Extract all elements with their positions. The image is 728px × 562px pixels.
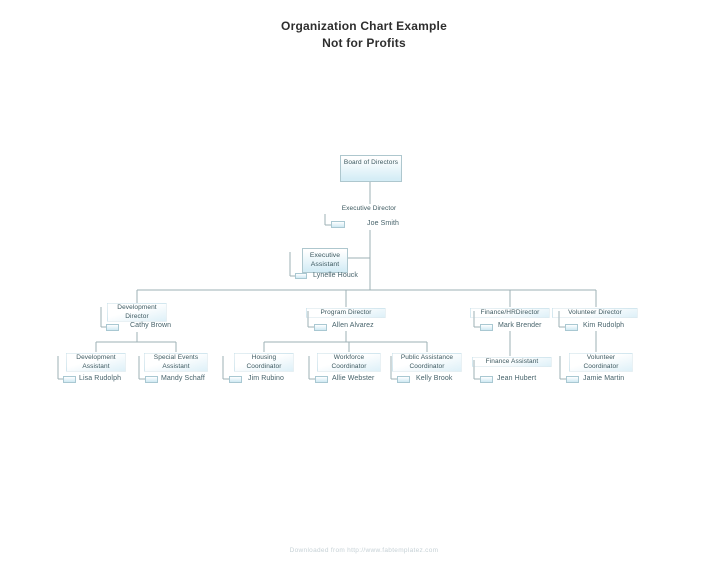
position-box-icon [63, 376, 76, 383]
position-box-icon [331, 221, 345, 228]
org-node-volunteer-coordinator: Volunteer Coordinator [569, 353, 633, 372]
person-name-development-assistant: Lisa Rudolph [79, 375, 122, 382]
chart-subtitle: Not for Profits [322, 36, 406, 50]
chart-title-block: Organization Chart Example Not for Profi… [0, 18, 728, 52]
person-name-special-events-assistant: Mandy Schaff [161, 375, 205, 382]
position-box-icon [229, 376, 242, 383]
position-box-icon [315, 376, 328, 383]
person-name-executive-director: Joe Smith [367, 220, 400, 227]
org-node-workforce-coordinator: Workforce Coordinator [317, 353, 381, 372]
person-name-finance-assistant: Jean Hubert [497, 375, 537, 382]
org-node-public-assistance-coordinator: Public Assistance Coordinator [392, 353, 462, 372]
person-name-development-director: Cathy Brown [130, 322, 172, 329]
position-box-icon [397, 376, 410, 383]
position-box-icon [566, 376, 579, 383]
org-node-volunteer-director: Volunteer Director [552, 308, 638, 318]
org-node-finance-hr-director: Finance/HRDirector [470, 308, 550, 318]
org-node-executive-director: Executive Director [341, 205, 397, 212]
position-box-icon [480, 324, 493, 331]
position-box-icon [295, 273, 307, 279]
org-node-development-assistant: Development Assistant [66, 353, 126, 372]
org-node-board-of-directors: Board of Directors [340, 155, 402, 182]
position-box-icon [480, 376, 493, 383]
person-name-volunteer-director: Kim Rudolph [583, 322, 625, 329]
person-name-program-director: Allen Alvarez [332, 322, 374, 329]
org-node-executive-assistant: Executive Assistant [302, 248, 348, 273]
org-node-special-events-assistant: Special Events Assistant [144, 353, 208, 372]
download-watermark: Downloaded from http://www.fabtemplatez.… [289, 547, 439, 554]
position-box-icon [565, 324, 578, 331]
person-name-public-assistance-coordinator: Kelly Brook [416, 375, 453, 382]
person-name-executive-assistant: Lynelle Houck [313, 272, 359, 279]
position-box-icon [106, 324, 119, 331]
org-node-program-director: Program Director [306, 308, 386, 318]
position-box-icon [314, 324, 327, 331]
org-node-housing-coordinator: Housing Coordinator [234, 353, 294, 372]
person-name-housing-coordinator: Jim Rubino [248, 375, 285, 382]
org-node-finance-assistant: Finance Assistant [472, 357, 552, 367]
person-name-finance-hr-director: Mark Brender [498, 322, 542, 329]
person-name-volunteer-coordinator: Jamie Martin [583, 375, 625, 382]
chart-title: Organization Chart Example [281, 19, 447, 33]
org-node-development-director: Development Director [107, 303, 167, 322]
person-name-workforce-coordinator: Allie Webster [332, 375, 375, 382]
position-box-icon [145, 376, 158, 383]
